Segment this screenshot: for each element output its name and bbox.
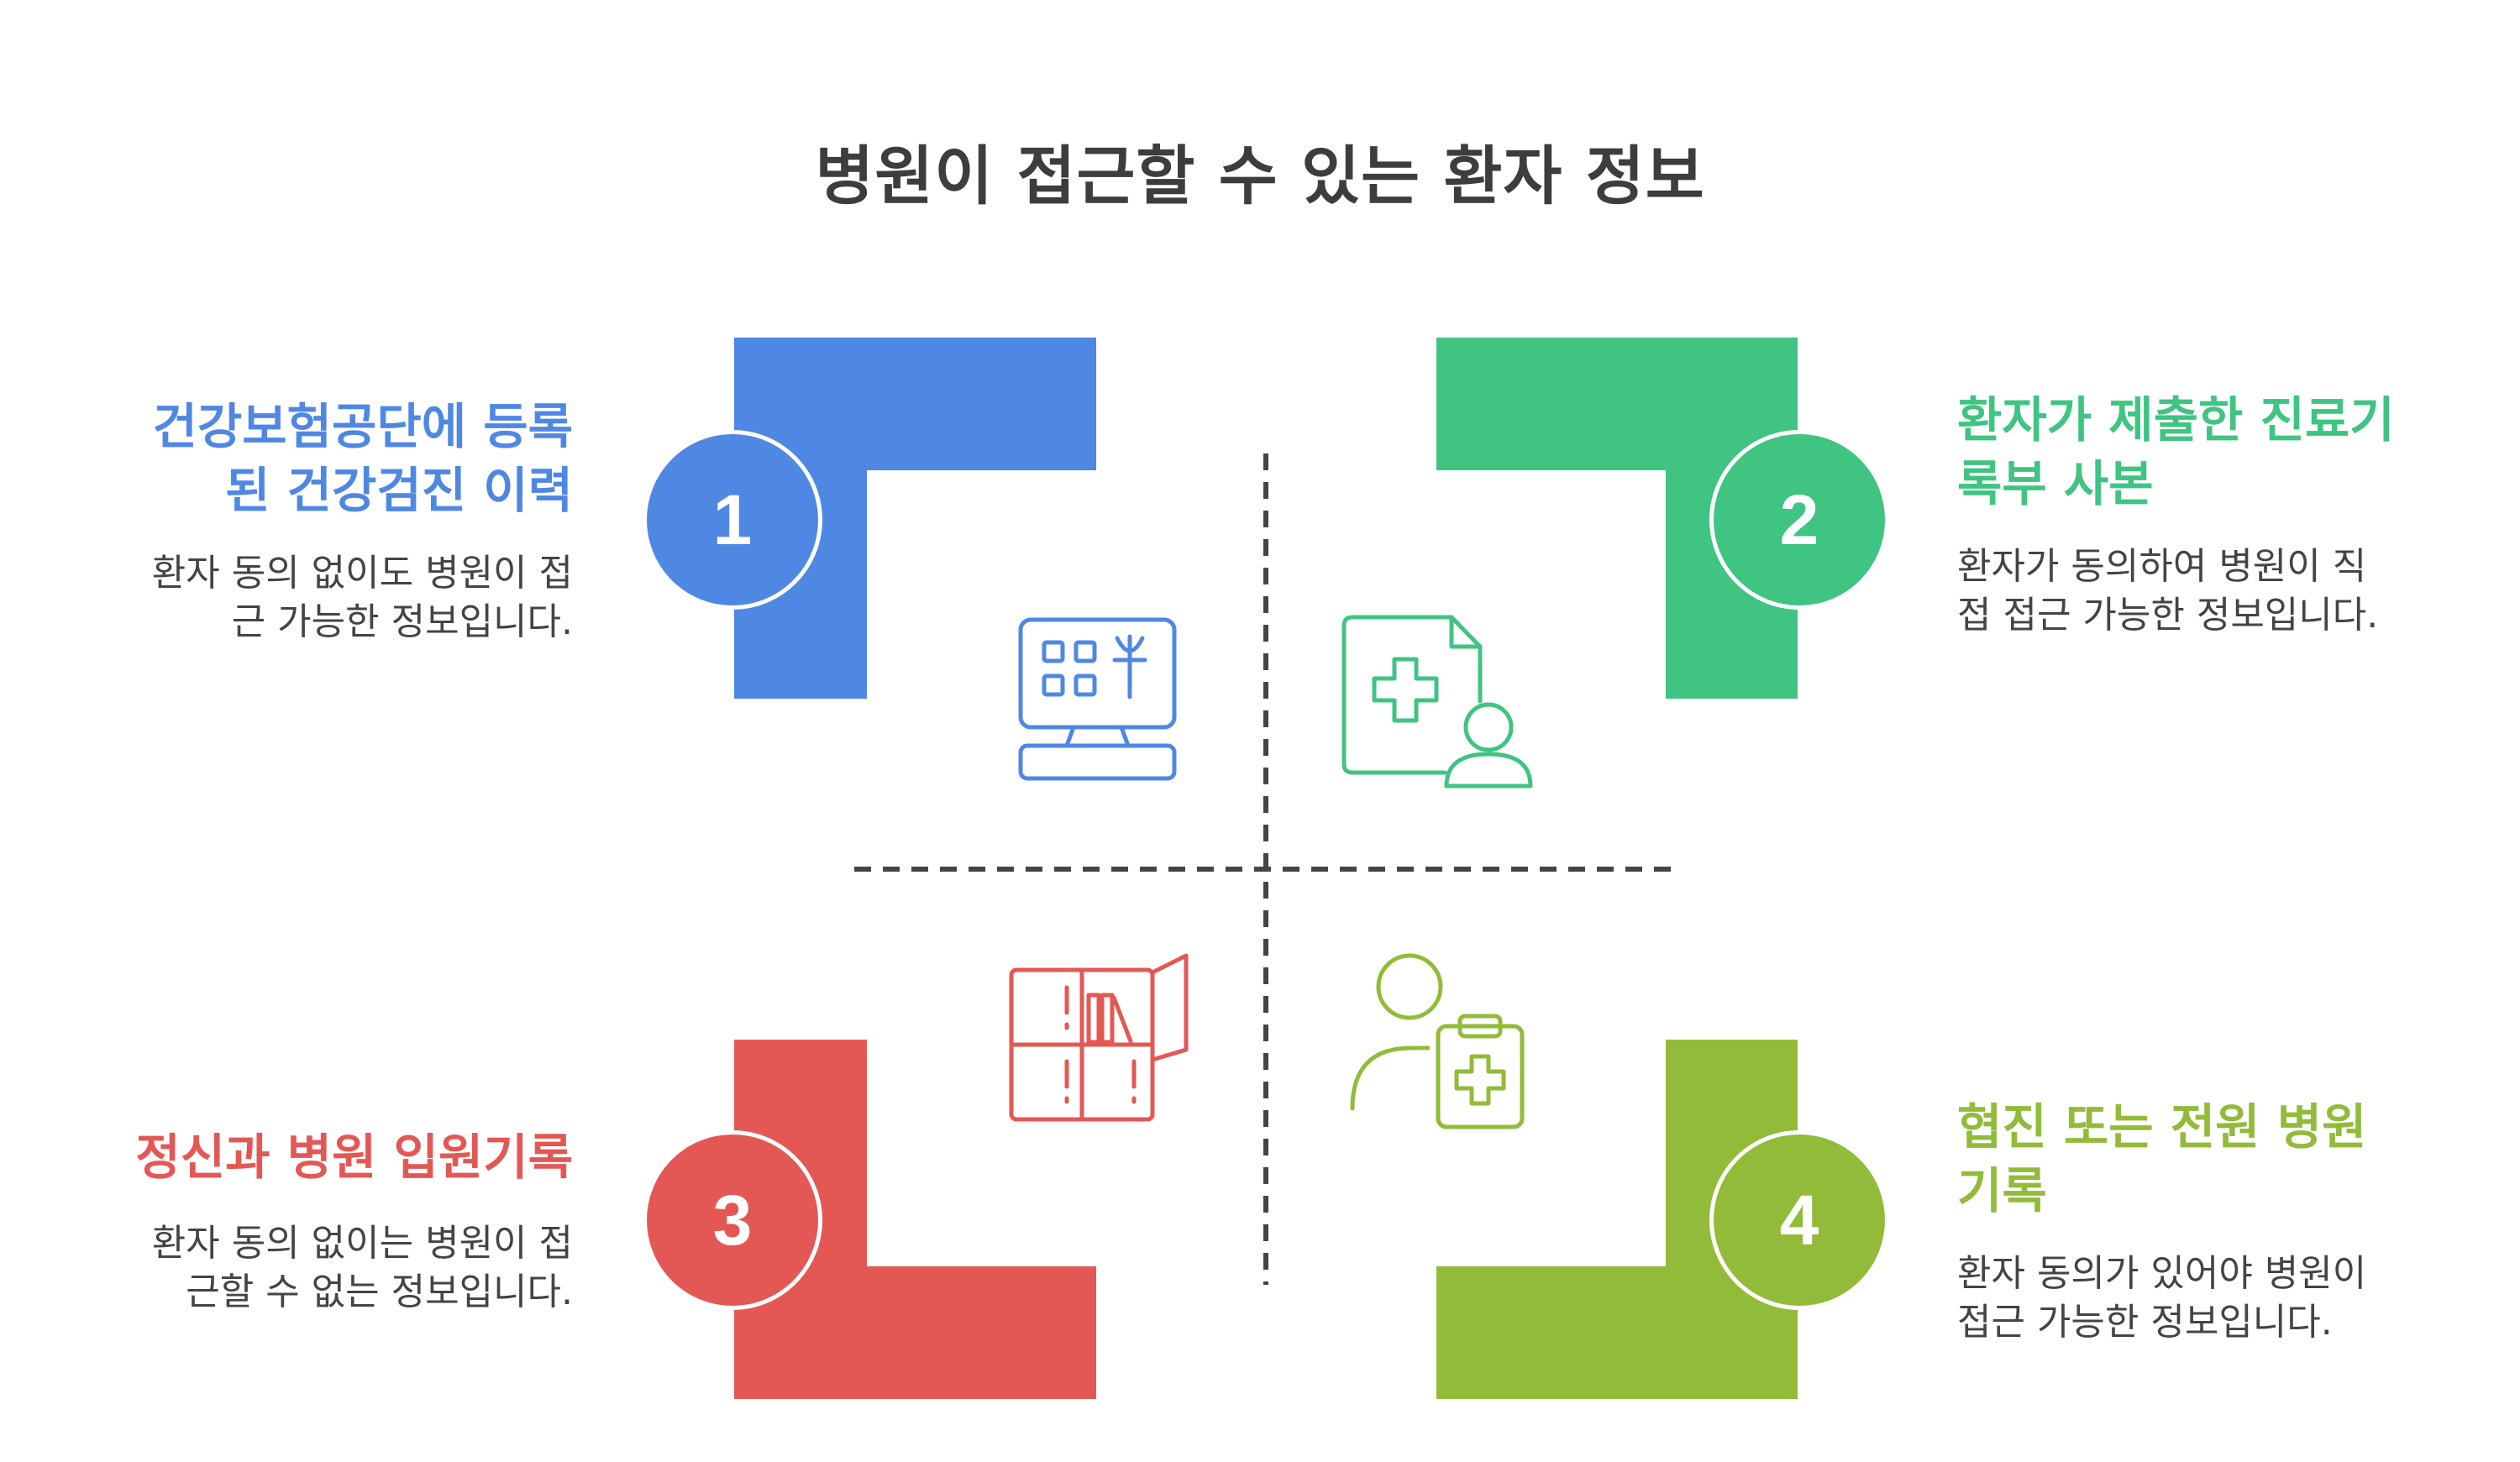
quadrant-3-heading: 정신과 병원 입원기록 xyxy=(0,1125,573,1189)
quadrant-2-l-shape xyxy=(1436,338,1798,699)
quadrant-1-desc-line1: 환자 동의 없이도 병원이 접 xyxy=(151,552,573,595)
computer-monitor-icon xyxy=(1018,617,1177,781)
quadrant-1-number-badge: 1 xyxy=(643,430,822,610)
quadrant-4-number-badge: 4 xyxy=(1709,1130,1889,1310)
quadrant-4-heading-line2: 기록 xyxy=(1957,1162,2047,1219)
quadrant-3-heading-line1: 정신과 병원 입원기록 xyxy=(135,1129,573,1186)
quadrant-2-heading: 환자가 제출한 진료기 록부 사본 xyxy=(1957,388,2495,516)
quadrant-4-desc-line1: 환자 동의가 있어야 병원이 xyxy=(1957,1252,2367,1295)
medical-document-user-icon xyxy=(1341,615,1533,789)
quadrant-1-heading: 건강보험공단에 등록 된 건강검진 이력 xyxy=(0,395,573,522)
page-title: 병원이 접근할 수 있는 환자 정보 xyxy=(815,139,1705,213)
quadrant-3-desc-line1: 환자 동의 없이는 병원이 접 xyxy=(151,1222,573,1265)
quadrant-1-description: 환자 동의 없이도 병원이 접 근 가능한 정보입니다. xyxy=(0,549,573,647)
doctor-clipboard-icon xyxy=(1350,953,1525,1129)
quadrant-3-l-shape xyxy=(734,1040,1096,1399)
quadrant-3-number-badge: 3 xyxy=(643,1130,822,1310)
quadrant-4-l-shape xyxy=(1436,1040,1798,1399)
quadrant-3-desc-line2: 근할 수 없는 정보입니다. xyxy=(186,1271,573,1313)
quadrant-4-heading: 협진 또는 전원 병원 기록 xyxy=(1957,1095,2495,1223)
locked-cabinet-icon xyxy=(1009,953,1189,1122)
quadrant-2-number-badge: 2 xyxy=(1709,430,1889,610)
quadrant-1-desc-line2: 근 가능한 정보입니다. xyxy=(231,600,573,643)
quadrant-2-heading-line1: 환자가 제출한 진료기 xyxy=(1957,391,2395,448)
quadrant-3-description: 환자 동의 없이는 병원이 접 근할 수 없는 정보입니다. xyxy=(0,1219,573,1317)
quadrant-1-l-shape xyxy=(734,338,1096,699)
quadrant-2-description: 환자가 동의하여 병원이 직 접 접근 가능한 정보입니다. xyxy=(1957,542,2495,640)
quadrant-4-desc-line2: 접근 가능한 정보입니다. xyxy=(1957,1301,2333,1344)
quadrant-2-desc-line1: 환자가 동의하여 병원이 직 xyxy=(1957,545,2367,588)
quadrant-4-heading-line1: 협진 또는 전원 병원 xyxy=(1957,1098,2367,1155)
quadrant-4-description: 환자 동의가 있어야 병원이 접근 가능한 정보입니다. xyxy=(1957,1250,2495,1347)
quadrant-2-desc-line2: 접 접근 가능한 정보입니다. xyxy=(1957,594,2379,637)
quadrant-1-heading-line1: 건강보험공단에 등록 xyxy=(152,398,573,455)
quadrant-2-heading-line2: 록부 사본 xyxy=(1957,455,2154,512)
quadrant-1-heading-line2: 된 건강검진 이력 xyxy=(225,462,573,519)
